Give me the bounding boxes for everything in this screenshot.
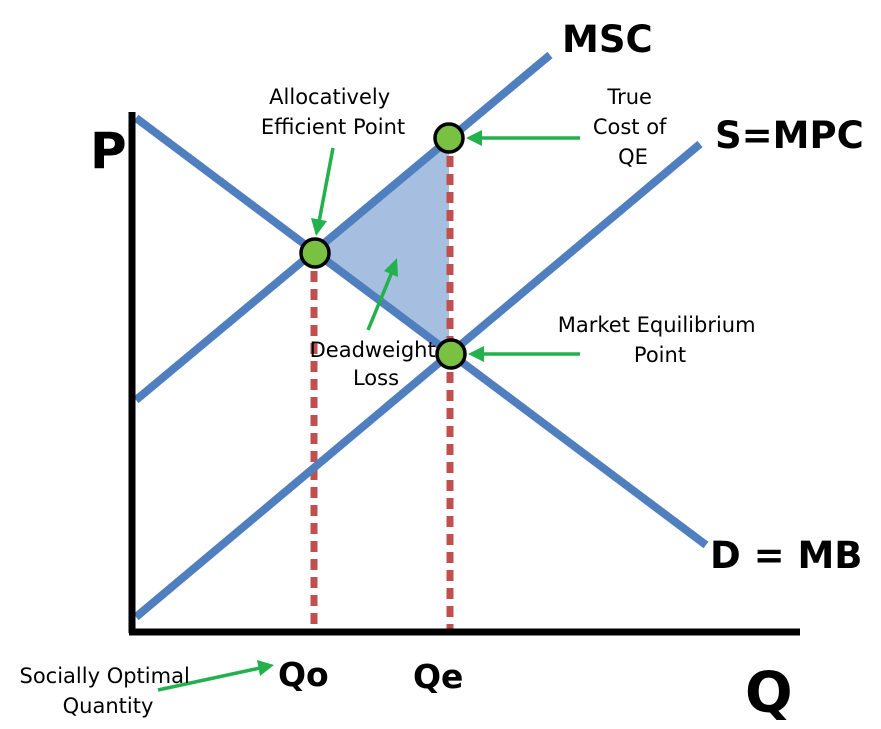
green-arrow-icon (311, 147, 335, 236)
market-equilibrium-label: Market Equilibrium Point (558, 313, 763, 367)
green-arrow-icon (466, 130, 580, 146)
msc-label: MSC (562, 18, 653, 61)
qe-label: Qe (413, 657, 463, 696)
qo-label: Qo (278, 655, 329, 694)
y-axis-label: P (90, 122, 127, 180)
supply-label: S=MPC (715, 114, 864, 157)
market-equilibrium-point (435, 338, 467, 370)
socially-optimal-label: Socially Optimal Quantity (20, 664, 197, 718)
true-cost-label: True Cost of QE (593, 85, 673, 169)
demand-label: D = MB (710, 534, 863, 577)
deadweight-loss-label: Deadweight Loss (310, 338, 443, 390)
green-arrow-icon (468, 346, 580, 362)
msc-curve (133, 51, 553, 404)
demand-curve (133, 114, 709, 549)
deadweight-loss-area (315, 138, 449, 355)
supply-curve (133, 140, 703, 621)
green-arrow-icon (366, 258, 398, 331)
x-axis-label: Q (745, 661, 793, 726)
true-cost-point (433, 122, 465, 154)
allocatively-efficient-point (299, 237, 331, 269)
green-arrow-icon (157, 660, 274, 692)
allocatively-efficient-label: Allocatively Efficient Point (261, 85, 405, 139)
